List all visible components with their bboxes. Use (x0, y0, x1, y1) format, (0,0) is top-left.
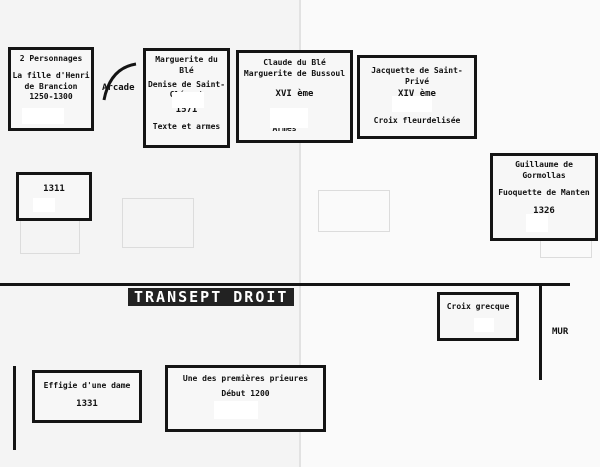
faint-box (318, 190, 390, 232)
box-line: Guillaume de Gormollas (515, 160, 573, 180)
white-patch (172, 92, 204, 108)
box-number: 1311 (43, 184, 65, 194)
box-line: de Brancion (24, 81, 78, 91)
paper-fold-line (299, 0, 301, 467)
tomb-croix-grecque: Croix grecque (437, 292, 519, 341)
tomb-effigie-dame-1331: Effigie d'une dame 1331 (32, 370, 142, 423)
box-line: Une des premières prieures (182, 374, 309, 383)
white-patch (33, 198, 55, 212)
box-line: 1250-1300 (29, 92, 73, 102)
transept-wall-horizontal (0, 283, 570, 286)
arcade-label: Arcade (102, 83, 135, 93)
wall-left-vertical (13, 366, 16, 450)
box-line: Marguerite du Blé (155, 55, 218, 75)
box-footer: Croix fleurdelisée (373, 116, 461, 126)
box-number: 1326 (533, 206, 555, 217)
tomb-claude-du-ble: Claude du Blé Marguerite de Bussoul XVI … (236, 50, 353, 143)
tomb-1311: 1311 (16, 172, 92, 221)
white-patch (392, 96, 432, 112)
wall-right-vertical (539, 286, 542, 380)
box-footer: Texte et armes (152, 122, 221, 132)
white-patch (526, 214, 548, 232)
white-patch (214, 401, 258, 419)
box-line: Denise de Saint- (147, 79, 226, 89)
white-patch (474, 318, 494, 332)
box-line: 2 Personnages (19, 54, 83, 63)
box-line: Claude du Blé (263, 58, 326, 67)
box-line: La fille d'Henri (12, 70, 90, 80)
box-number: XVI ème (275, 88, 314, 99)
box-line: Jacquette de Saint-Privé (371, 66, 463, 86)
box-line: Début 1200 (221, 388, 270, 398)
wall-label: MUR (552, 327, 569, 337)
transept-title: TRANSEPT DROIT (128, 288, 295, 306)
white-patch (22, 108, 64, 124)
box-line: Croix grecque (446, 302, 510, 311)
box-number: 1571 (175, 105, 198, 116)
box-footer: Armes (272, 124, 297, 134)
box-line: Marguerite de Bussoul (243, 68, 346, 78)
faint-box (122, 198, 194, 248)
white-patch (270, 108, 308, 128)
box-line: Fuoquette de Manten (498, 187, 590, 197)
tomb-premiere-prieure: Une des premières prieures Début 1200 (165, 365, 326, 432)
arcade-arc (102, 62, 137, 101)
box-line: Effigie d'une dame (43, 381, 131, 390)
box-number: XIV ème (398, 88, 436, 99)
tomb-jacquette-de-saint-prive: Jacquette de Saint-Privé XIV ème Croix f… (357, 55, 477, 139)
box-number: 1331 (76, 398, 98, 409)
